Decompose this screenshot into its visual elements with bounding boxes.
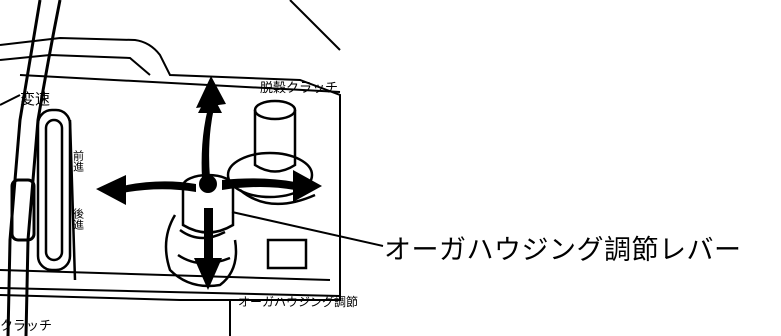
threshing-clutch-lever (226, 99, 316, 206)
arrow-up-icon (196, 76, 226, 178)
label-threshing-clutch: 脱穀クラッチ (260, 81, 338, 96)
label-clutch: クラッチ (0, 319, 52, 334)
callout-label: オーガハウジング調節レバー (384, 235, 742, 266)
panel-labels: 変速 前進 後進 脱穀クラッチ オーガハウジング調節 クラッチ (0, 81, 358, 334)
label-forward: 前進 (72, 149, 85, 172)
label-auger-adjust: オーガハウジング調節 (238, 294, 358, 309)
callout-leader-line (231, 211, 384, 247)
label-reverse: 後進 (72, 207, 85, 230)
shift-gate (36, 108, 77, 281)
label-shift: 変速 (20, 90, 50, 108)
control-panel (0, 0, 341, 336)
lever-pivot-dot (199, 175, 217, 193)
arrow-right-icon (222, 170, 322, 202)
direction-arrows (96, 76, 322, 290)
shift-lever-rod (6, 0, 62, 336)
arrow-down-icon (194, 208, 222, 290)
arrow-left-icon (96, 175, 196, 205)
